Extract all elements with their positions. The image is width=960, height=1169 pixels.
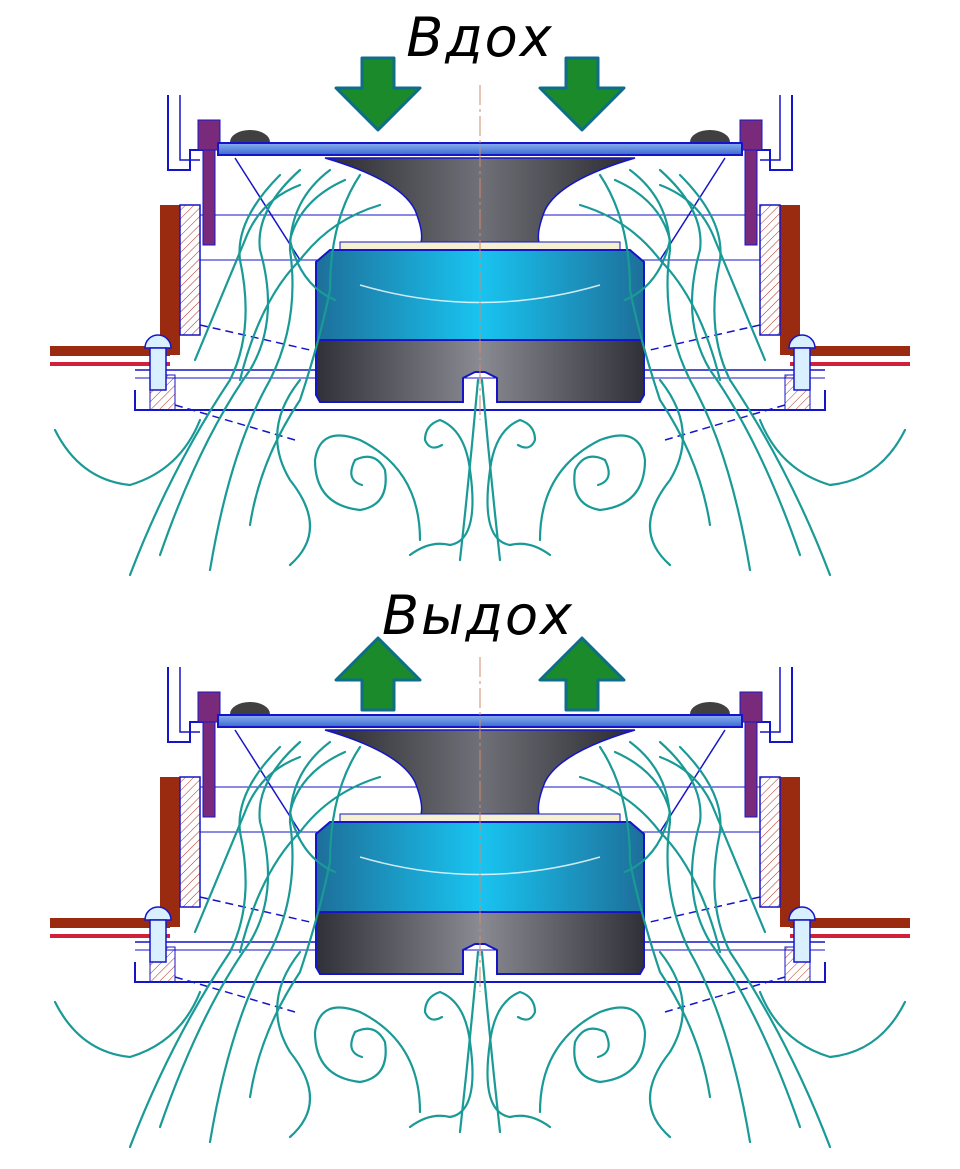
device-cross-section-exhale [48, 655, 912, 1149]
arrow-up-icon [538, 636, 626, 712]
panel-exhale: Выдох [48, 584, 912, 1149]
arrow-up-icon [334, 636, 422, 712]
panel-inhale: Вдох [48, 6, 912, 577]
panel-title-exhale: Выдох [382, 584, 574, 647]
panel-title-inhale: Вдох [406, 6, 553, 69]
device-cross-section-inhale [48, 83, 912, 577]
